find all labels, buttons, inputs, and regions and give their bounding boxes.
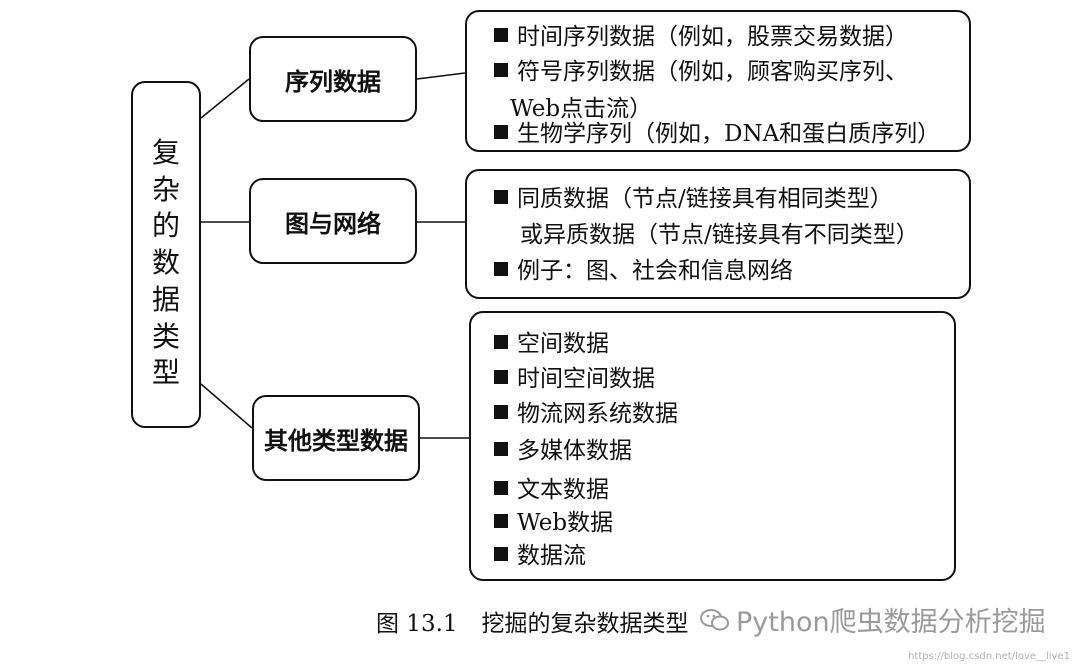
details-sequence: 时间序列数据（例如，股票交易数据） 符号序列数据（例如，顾客购买序列、 Web点… (465, 10, 971, 152)
details-graph: 同质数据（节点/链接具有相同类型） 或异质数据（节点/链接具有不同类型） 例子：… (465, 169, 971, 299)
figure-title: 挖掘的复杂数据类型 (481, 611, 689, 637)
category-sequence-data: 序列数据 (249, 36, 417, 122)
figure-number: 图 13.1 (376, 611, 458, 637)
watermark: Python爬虫数据分析挖掘 (700, 600, 1046, 639)
list-item: 例子：图、社会和信息网络 (494, 260, 793, 283)
square-bullet-icon (494, 190, 508, 204)
list-item: 多媒体数据 (494, 440, 632, 463)
square-bullet-icon (494, 28, 508, 42)
figure-caption: 图 13.1 挖掘的复杂数据类型 (376, 604, 689, 638)
category-graph-network: 图与网络 (249, 178, 417, 264)
list-item: 同质数据（节点/链接具有相同类型） (494, 188, 893, 211)
square-bullet-icon (494, 405, 508, 419)
square-bullet-icon (494, 335, 508, 349)
list-item: 生物学序列（例如，DNA和蛋白质序列） (494, 123, 940, 146)
list-item: Web数据 (494, 512, 613, 535)
wechat-icon (700, 608, 729, 630)
connector-root-sequence (200, 78, 250, 119)
square-bullet-icon (494, 514, 508, 528)
list-item: 时间序列数据（例如，股票交易数据） (494, 26, 908, 49)
category-label: 序列数据 (285, 66, 381, 96)
list-item-continuation: Web点击流） (510, 96, 653, 122)
square-bullet-icon (494, 262, 508, 276)
connector-sequence-details (416, 72, 466, 80)
square-bullet-icon (494, 63, 508, 77)
category-label: 图与网络 (285, 208, 381, 238)
list-item: 物流网系统数据 (494, 403, 678, 426)
square-bullet-icon (494, 370, 508, 384)
category-other-data: 其他类型数据 (252, 395, 420, 481)
details-other: 空间数据 时间空间数据 物流网系统数据 多媒体数据 文本数据 Web数据 数据流 (469, 311, 956, 581)
square-bullet-icon (494, 547, 508, 561)
list-item: 数据流 (494, 545, 586, 568)
square-bullet-icon (494, 442, 508, 456)
root-node: 复杂的数据类型 (131, 81, 201, 428)
list-item: 符号序列数据（例如，顾客购买序列、 (494, 61, 908, 84)
list-item: 空间数据 (494, 333, 609, 356)
source-url: https://blog.csdn.net/love__live1 (908, 651, 1070, 662)
connector-root-other (200, 383, 253, 429)
list-item-continuation: 或异质数据（节点/链接具有不同类型） (520, 222, 919, 248)
root-label: 复杂的数据类型 (152, 136, 181, 390)
list-item: 文本数据 (494, 479, 609, 502)
category-label: 其他类型数据 (264, 425, 408, 455)
list-item: 时间空间数据 (494, 368, 655, 391)
watermark-text: Python爬虫数据分析挖掘 (736, 607, 1046, 638)
square-bullet-icon (494, 125, 508, 139)
square-bullet-icon (494, 481, 508, 495)
